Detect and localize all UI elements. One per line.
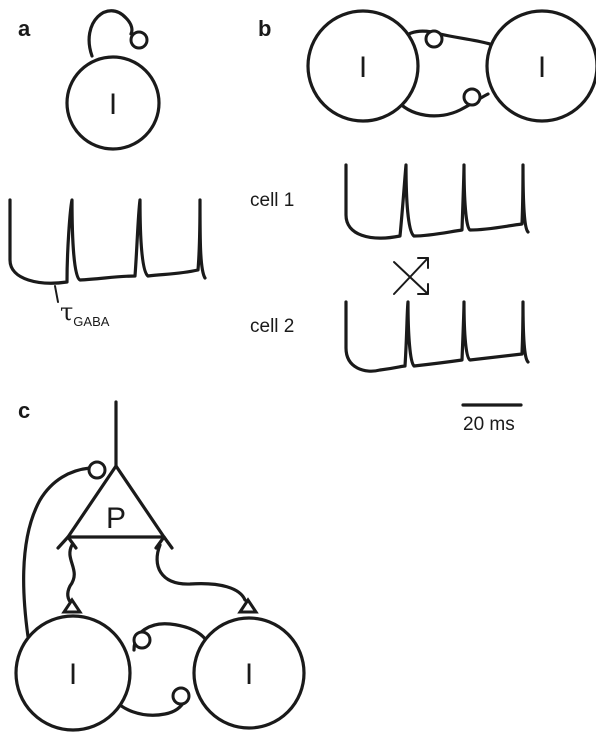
excitatory-terminal-right: [240, 600, 256, 612]
interneuron-right-label: I: [538, 51, 546, 84]
panel-b: b I I cell 1 cell 2 20 ms: [250, 11, 596, 435]
pyramidal-label: P: [106, 502, 126, 535]
spike-trace-a: [10, 200, 205, 283]
interneuron-left-c-label: I: [69, 658, 77, 691]
excitatory-terminal-left: [64, 600, 80, 612]
panel-c-letter: c: [18, 398, 30, 423]
interneuron-label: I: [109, 88, 117, 121]
spike-trace-cell-1: [346, 165, 528, 238]
excitatory-axon-left: [68, 545, 74, 604]
spike-trace-cell-2: [346, 302, 528, 371]
cell-2-label: cell 2: [250, 316, 294, 337]
scale-bar-label: 20 ms: [463, 414, 515, 435]
basal-dendrite-left: [58, 537, 76, 548]
interneuron-left-label: I: [359, 51, 367, 84]
synapse-top-c: [134, 632, 150, 648]
synapse-bottom: [464, 89, 480, 105]
synapse-top: [426, 31, 442, 47]
synapse-on-pyramid: [89, 462, 105, 478]
panel-c: c P I I: [16, 398, 304, 730]
panel-a: a I τGABA: [10, 11, 205, 329]
interneuron-right-c-label: I: [245, 658, 253, 691]
autapse-axon: [89, 11, 132, 56]
autapse-synapse: [131, 32, 147, 48]
tau-pointer: [55, 286, 58, 302]
excitatory-axon-right: [157, 545, 245, 600]
tau-gaba-label: τGABA: [60, 298, 110, 329]
panel-b-letter: b: [258, 16, 271, 41]
panel-a-letter: a: [18, 16, 31, 41]
synapse-bottom-c: [173, 688, 189, 704]
cell-1-label: cell 1: [250, 190, 294, 211]
